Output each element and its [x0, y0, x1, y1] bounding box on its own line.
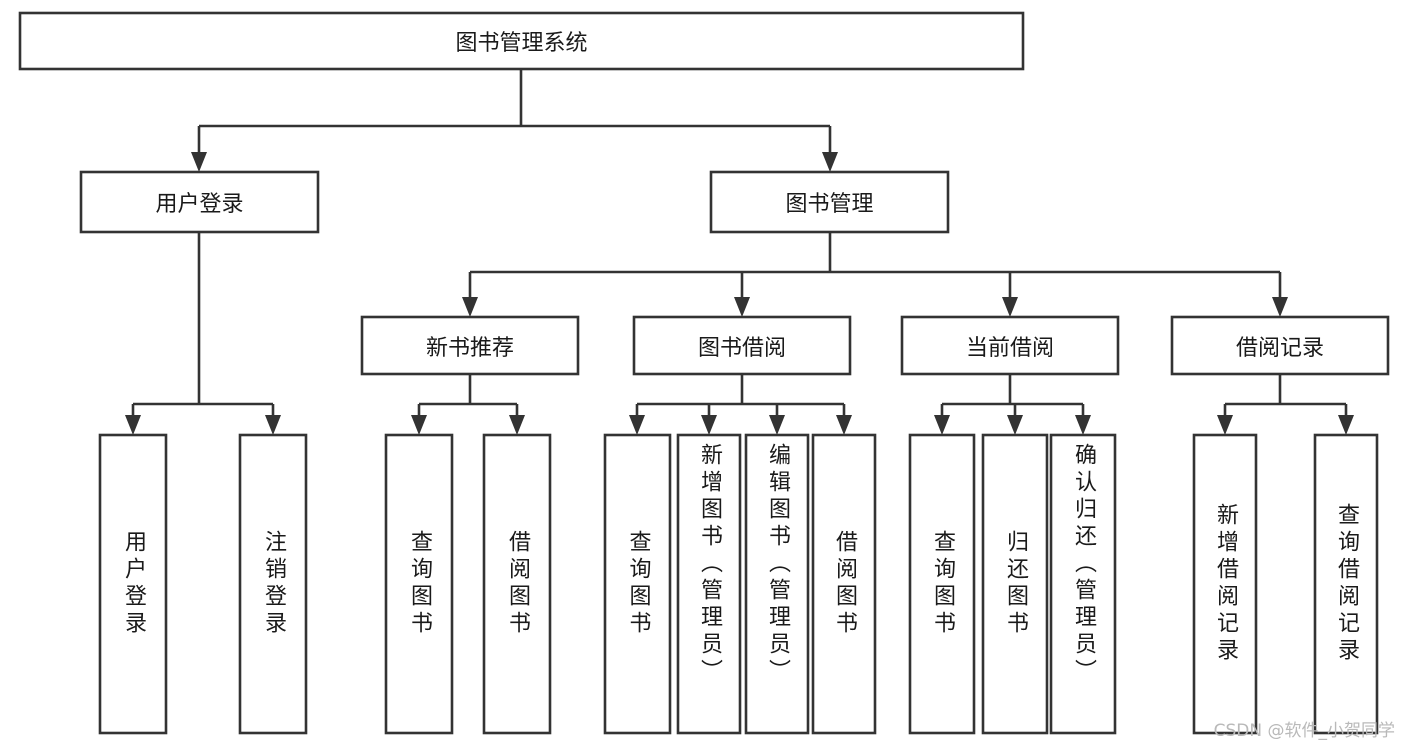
arrow-head-icon: [1075, 415, 1091, 435]
connector-borrowrecord-to-leaves: [1217, 374, 1354, 435]
arrow-head-icon: [191, 152, 207, 172]
arrow-head-icon: [1217, 415, 1233, 435]
node-box-book-manage[interactable]: [709, 170, 950, 234]
node-box-leaf-query-book-1[interactable]: [384, 433, 454, 735]
node-box-current-borrow[interactable]: [900, 315, 1120, 376]
connector-bookmanage-to-level2: [462, 232, 1288, 317]
arrow-head-icon: [769, 415, 785, 435]
connector-userlogin-to-leaves: [125, 232, 281, 435]
node-box-leaf-query-record[interactable]: [1313, 433, 1379, 735]
arrow-head-icon: [629, 415, 645, 435]
node-box-leaf-logout[interactable]: [238, 433, 308, 735]
connector-newbookrec-to-leaves: [411, 374, 525, 435]
arrow-head-icon: [462, 297, 478, 317]
arrow-head-icon: [1002, 297, 1018, 317]
node-box-leaf-borrow-book-2[interactable]: [811, 433, 877, 735]
connector-root-to-level1: [191, 69, 838, 172]
node-box-leaf-confirm-return[interactable]: [1049, 433, 1117, 735]
node-box-user-login[interactable]: [79, 170, 320, 234]
node-box-leaf-add-record[interactable]: [1192, 433, 1258, 735]
connector-bookborrow-to-leaves: [629, 374, 852, 435]
node-box-borrow-record[interactable]: [1170, 315, 1390, 376]
node-box-book-borrow[interactable]: [632, 315, 852, 376]
arrow-head-icon: [265, 415, 281, 435]
arrow-head-icon: [1007, 415, 1023, 435]
node-box-leaf-user-login[interactable]: [98, 433, 168, 735]
arrow-head-icon: [125, 415, 141, 435]
arrow-head-icon: [701, 415, 717, 435]
node-box-leaf-add-book[interactable]: [676, 433, 742, 735]
arrow-head-icon: [1338, 415, 1354, 435]
node-box-leaf-return-book[interactable]: [981, 433, 1049, 735]
node-box-leaf-query-book-2[interactable]: [603, 433, 672, 735]
arrow-head-icon: [1272, 297, 1288, 317]
arrow-head-icon: [934, 415, 950, 435]
node-box-root[interactable]: [18, 11, 1025, 71]
node-box-leaf-borrow-book-1[interactable]: [482, 433, 552, 735]
arrow-head-icon: [822, 152, 838, 172]
arrow-head-icon: [411, 415, 427, 435]
node-box-new-book-rec[interactable]: [360, 315, 580, 376]
arrow-head-icon: [836, 415, 852, 435]
arrow-head-icon: [734, 297, 750, 317]
node-box-leaf-edit-book[interactable]: [744, 433, 810, 735]
connector-currentborrow-to-leaves: [934, 374, 1091, 435]
arrow-head-icon: [509, 415, 525, 435]
node-box-leaf-query-book-3[interactable]: [908, 433, 976, 735]
